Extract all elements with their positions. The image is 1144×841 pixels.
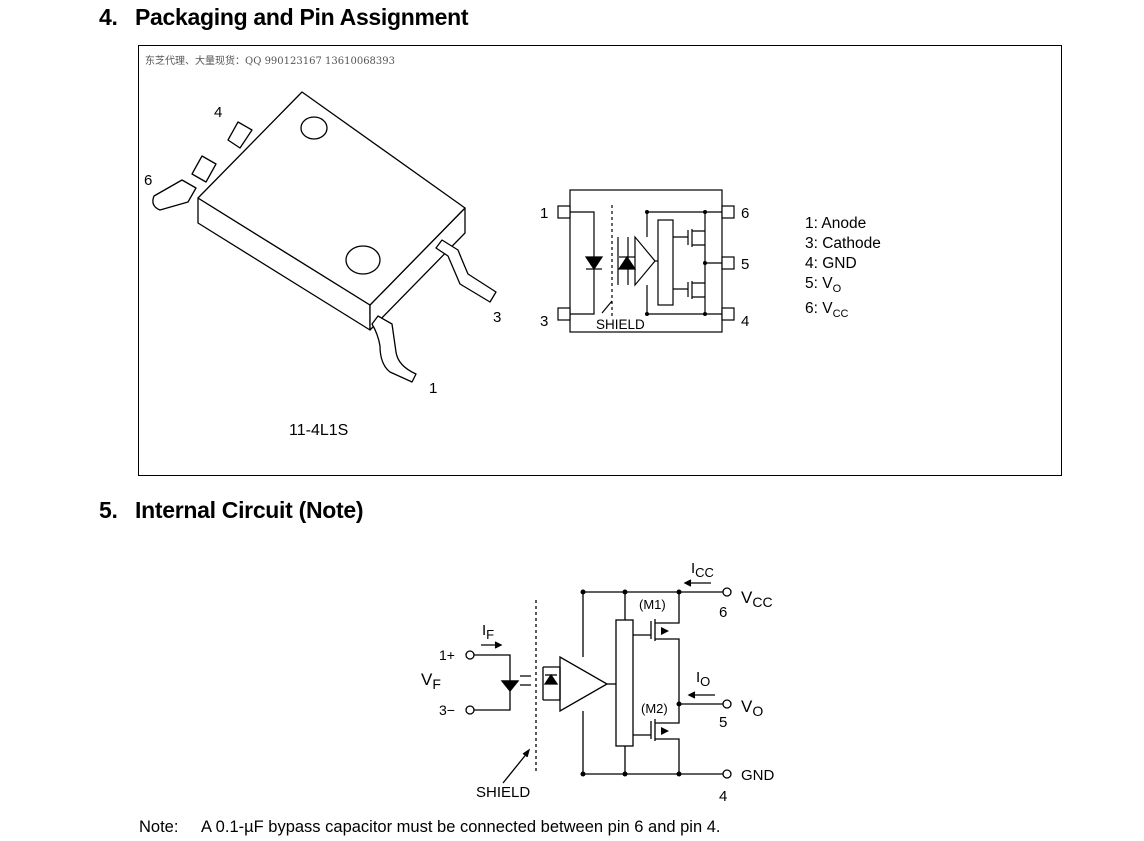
schem-pin-4: 4 [741,313,749,330]
watermark: 东芝代理、大量现货：QQ 990123167 13610068393 [145,56,395,67]
vcc-pin-number: 6 [719,604,727,621]
section-5-heading: 5. Internal Circuit (Note) [99,497,364,524]
note-text: A 0.1-µF bypass capacitor must be connec… [201,818,721,836]
pin1-mark [300,116,328,140]
vo-pin-number: 5 [719,714,727,731]
input-minus-label: 3− [439,702,455,718]
buffer-block [615,619,634,747]
lead-5 [191,155,217,183]
io-label: IO [696,669,710,689]
gnd-label: GND [741,767,775,784]
package-code: 11-4L1S [289,422,349,439]
if-label: IF [482,622,494,642]
pkg-pin-1: 1 [429,380,437,397]
section-4-heading: 4. Packaging and Pin Assignment [99,4,469,31]
section-4-number: 4. [99,4,118,30]
pin-list-item: 1: Anode [805,215,867,232]
schem-shield-label: SHIELD [596,317,645,332]
m2-label: (M2) [641,701,668,716]
input-plus-label: 1+ [439,647,455,663]
internal-circuit-diagram: ICC VCC 6 (M1) (M2) IF VF 1+ 3− IO VO 5 … [421,560,775,805]
vf-label: VF [421,670,441,692]
pkg-pin-4: 4 [214,104,222,121]
gnd-pin-number: 4 [719,788,727,805]
section-4-title: Packaging and Pin Assignment [135,4,469,30]
note: Note: A 0.1-µF bypass capacitor must be c… [139,818,721,837]
pin-list-item: 3: Cathode [805,235,881,252]
schem-pin-5: 5 [741,256,749,273]
schem-pin-3: 3 [540,313,548,330]
package-drawing: 4 6 3 1 [144,91,501,397]
note-label: Note: [139,818,179,836]
pkg-pin-6: 6 [144,172,152,189]
package-box [138,45,1062,476]
vcc-label: VCC [741,588,773,610]
package-body-top [197,91,466,306]
m1-label: (M1) [639,597,666,612]
shield-label: SHIELD [476,784,530,801]
lead-4 [227,121,253,149]
icc-label: ICC [691,560,714,580]
body-dimple [345,245,381,275]
pin-list-item: 5: VO [805,275,842,296]
vo-label: VO [741,697,763,719]
pin-list-item: 6: VCC [805,300,849,321]
schem-pin-1: 1 [540,205,548,222]
schem-pin-6: 6 [741,205,749,222]
pin-list-item: 4: GND [805,255,857,272]
section-5-title: Internal Circuit (Note) [135,497,364,523]
pin-list: 1: Anode 3: Cathode 4: GND 5: VO 6: VCC [805,214,881,324]
section-5-number: 5. [99,497,118,523]
pkg-pin-3: 3 [493,309,501,326]
pin-schematic: 1 3 6 5 4 SHIELD [540,189,749,333]
